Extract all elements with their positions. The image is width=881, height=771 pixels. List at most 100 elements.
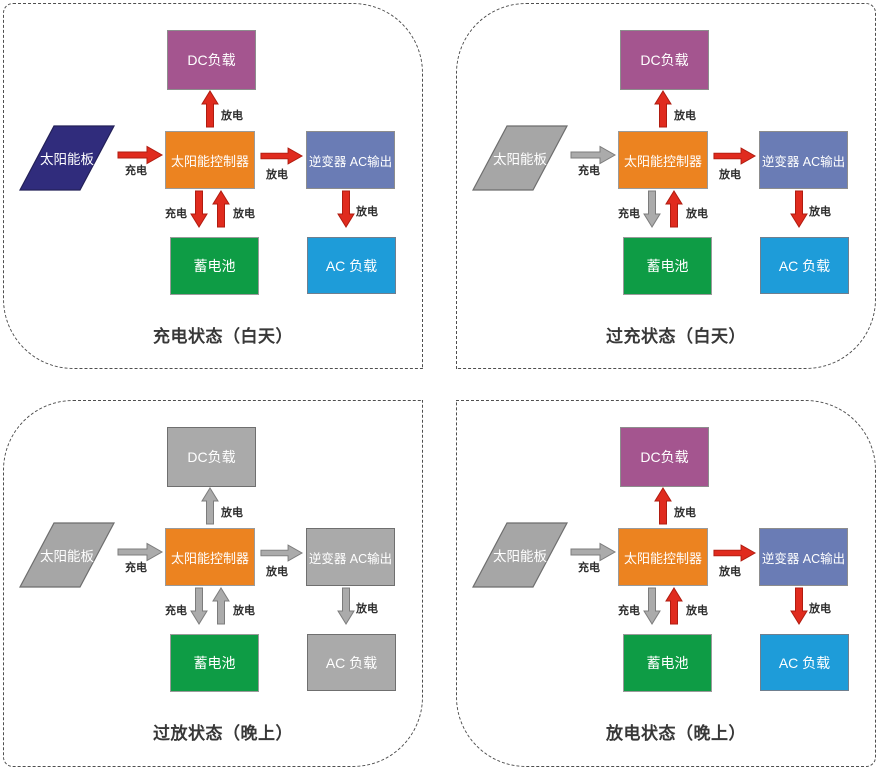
- arrow-label-charge: 充电: [578, 562, 600, 574]
- inverter-label: 逆变器 AC输出: [308, 154, 393, 169]
- dc-load-label: DC负载: [640, 52, 689, 68]
- solar-panel-label: 太阳能板: [40, 152, 94, 167]
- node-dc-load: DC负载: [167, 427, 256, 487]
- node-inverter-ac-output: 逆变器 AC输出: [306, 528, 395, 586]
- inverter-label: 逆变器 AC输出: [761, 154, 846, 169]
- node-solar-panel: 太阳能板: [19, 125, 115, 191]
- quadrant-1: 太阳能板 DC负载 太阳能控制器 逆变器 AC输出 蓄电池 AC 负载 充电 放…: [456, 3, 876, 369]
- arrow-label-discharge: 放电: [266, 169, 288, 181]
- arrow-controller-to-battery-icon: [643, 587, 661, 625]
- battery-label: 蓄电池: [193, 655, 236, 671]
- arrow-label-discharge: 放电: [221, 110, 243, 122]
- arrow-battery-to-controller-icon: [665, 190, 683, 228]
- arrow-panel-to-controller-icon: [117, 145, 164, 165]
- node-battery: 蓄电池: [170, 237, 259, 295]
- arrow-battery-to-controller-icon: [665, 587, 683, 625]
- arrow-inverter-to-ac-load-icon: [337, 587, 355, 625]
- arrow-label-discharge: 放电: [809, 603, 831, 615]
- quadrant-title: 过充状态（白天）: [606, 327, 746, 346]
- battery-label: 蓄电池: [646, 655, 689, 671]
- arrow-inverter-to-ac-load-icon: [790, 190, 808, 228]
- solar-controller-label: 太阳能控制器: [623, 550, 702, 566]
- node-ac-load: AC 负载: [760, 634, 849, 691]
- inverter-label: 逆变器 AC输出: [308, 551, 393, 566]
- arrow-label-charge: 充电: [125, 562, 147, 574]
- arrow-controller-to-dc-load-icon: [201, 90, 219, 128]
- solar-panel-label: 太阳能板: [493, 152, 547, 167]
- arrow-panel-to-controller-icon: [570, 145, 617, 165]
- solar-controller-label: 太阳能控制器: [170, 550, 249, 566]
- arrow-label-charge: 充电: [165, 208, 187, 220]
- node-solar-panel: 太阳能板: [19, 522, 115, 588]
- quadrant-2: 太阳能板 DC负载 太阳能控制器 逆变器 AC输出 蓄电池 AC 负载 充电 放…: [3, 400, 423, 767]
- ac-load-label: AC 负载: [778, 654, 831, 671]
- ac-load-label: AC 负载: [778, 257, 831, 274]
- solar-panel-parallelogram: [472, 522, 568, 588]
- arrow-label-discharge: 放电: [674, 507, 696, 519]
- arrow-label-discharge: 放电: [719, 566, 741, 578]
- solar-panel-label: 太阳能板: [40, 549, 94, 564]
- ac-load-label: AC 负载: [325, 654, 378, 671]
- arrow-label-discharge: 放电: [719, 169, 741, 181]
- arrow-label-discharge: 放电: [356, 206, 378, 218]
- node-ac-load: AC 负载: [760, 237, 849, 294]
- quadrant-3: 太阳能板 DC负载 太阳能控制器 逆变器 AC输出 蓄电池 AC 负载 充电 放…: [456, 400, 876, 767]
- quadrant-0: 太阳能板 DC负载 太阳能控制器 逆变器 AC输出 蓄电池 AC 负载 充电 放…: [3, 3, 423, 369]
- dc-load-label: DC负载: [640, 449, 689, 465]
- node-solar-panel: 太阳能板: [472, 522, 568, 588]
- solar-controller-label: 太阳能控制器: [623, 153, 702, 169]
- arrow-controller-to-dc-load-icon: [201, 487, 219, 525]
- arrow-label-discharge: 放电: [233, 208, 255, 220]
- node-solar-controller: 太阳能控制器: [618, 528, 708, 586]
- arrow-panel-to-controller-icon: [117, 542, 164, 562]
- arrow-controller-to-inverter-icon: [713, 544, 757, 562]
- arrow-controller-to-dc-load-icon: [654, 487, 672, 525]
- node-solar-controller: 太阳能控制器: [165, 131, 255, 189]
- arrow-label-discharge: 放电: [356, 603, 378, 615]
- node-dc-load: DC负载: [167, 30, 256, 90]
- arrow-label-charge: 充电: [125, 165, 147, 177]
- ac-load-label: AC 负载: [325, 257, 378, 274]
- arrow-inverter-to-ac-load-icon: [790, 587, 808, 625]
- node-dc-load: DC负载: [620, 427, 709, 487]
- solar-panel-parallelogram: [472, 125, 568, 191]
- node-inverter-ac-output: 逆变器 AC输出: [759, 528, 848, 586]
- arrow-controller-to-dc-load-icon: [654, 90, 672, 128]
- arrow-label-discharge: 放电: [221, 507, 243, 519]
- solar-panel-parallelogram: [19, 522, 115, 588]
- arrow-label-discharge: 放电: [233, 605, 255, 617]
- arrow-label-discharge: 放电: [809, 206, 831, 218]
- arrow-controller-to-battery-icon: [190, 190, 208, 228]
- arrow-controller-to-battery-icon: [643, 190, 661, 228]
- battery-label: 蓄电池: [646, 258, 689, 274]
- arrow-label-charge: 充电: [618, 208, 640, 220]
- node-battery: 蓄电池: [623, 237, 712, 295]
- arrow-label-charge: 充电: [578, 165, 600, 177]
- arrow-controller-to-inverter-icon: [260, 147, 304, 165]
- node-dc-load: DC负载: [620, 30, 709, 90]
- arrow-battery-to-controller-icon: [212, 587, 230, 625]
- arrow-controller-to-battery-icon: [190, 587, 208, 625]
- solar-panel-parallelogram: [19, 125, 115, 191]
- arrow-controller-to-inverter-icon: [713, 147, 757, 165]
- quadrant-title: 充电状态（白天）: [153, 327, 293, 346]
- arrow-controller-to-inverter-icon: [260, 544, 304, 562]
- battery-label: 蓄电池: [193, 258, 236, 274]
- arrow-inverter-to-ac-load-icon: [337, 190, 355, 228]
- dc-load-label: DC负载: [187, 52, 236, 68]
- node-solar-controller: 太阳能控制器: [618, 131, 708, 189]
- arrow-battery-to-controller-icon: [212, 190, 230, 228]
- arrow-panel-to-controller-icon: [570, 542, 617, 562]
- arrow-label-charge: 充电: [618, 605, 640, 617]
- node-inverter-ac-output: 逆变器 AC输出: [759, 131, 848, 189]
- inverter-label: 逆变器 AC输出: [761, 551, 846, 566]
- dc-load-label: DC负载: [187, 449, 236, 465]
- node-inverter-ac-output: 逆变器 AC输出: [306, 131, 395, 189]
- node-battery: 蓄电池: [623, 634, 712, 692]
- node-solar-controller: 太阳能控制器: [165, 528, 255, 586]
- solar-controller-label: 太阳能控制器: [170, 153, 249, 169]
- quadrant-title: 放电状态（晚上）: [606, 724, 746, 743]
- arrow-label-discharge: 放电: [674, 110, 696, 122]
- node-solar-panel: 太阳能板: [472, 125, 568, 191]
